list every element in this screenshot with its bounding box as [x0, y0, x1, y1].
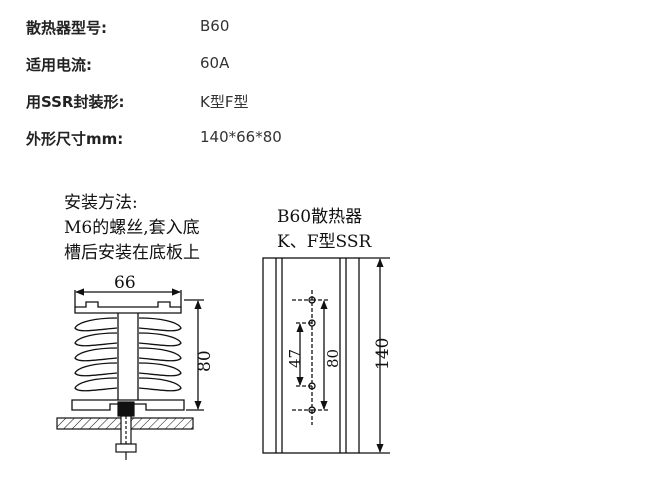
install-note-line-3: 槽后安装在底板上: [64, 243, 200, 263]
heatsink-top-view: [262, 257, 390, 454]
dim-width-label: 66: [114, 273, 136, 293]
install-note-line-1: 安装方法:: [64, 193, 138, 213]
install-note-line-2: M6的螺丝,套入底: [64, 218, 200, 238]
spec-row-package: 用SSR封装形: K型F型: [26, 91, 626, 115]
spec-label-package: 用SSR封装形:: [26, 93, 125, 111]
spec-label-model: 散热器型号:: [26, 19, 107, 37]
heatsink-front-view: [71, 288, 204, 411]
spec-value-package: K型F型: [200, 93, 249, 111]
spec-value-model: B60: [200, 17, 230, 35]
dim-hole-spacing-47: 47: [286, 349, 304, 368]
mounting-screw: [115, 401, 137, 460]
spec-value-current: 60A: [200, 54, 230, 72]
spec-row-size: 外形尺寸mm: 140*66*80: [26, 128, 626, 152]
spec-label-size: 外形尺寸mm:: [26, 130, 124, 148]
dim-hole-spacing-80: 80: [324, 349, 342, 368]
spec-row-current: 适用电流: 60A: [26, 54, 626, 78]
dim-height-label: 80: [195, 350, 215, 372]
diagram-title-line-2: K、F型SSR: [277, 232, 372, 252]
dim-length-label: 140: [373, 338, 393, 370]
spec-label-current: 适用电流:: [26, 56, 92, 74]
diagram-title-line-1: B60散热器: [277, 207, 362, 227]
spec-row-model: 散热器型号: B60: [26, 17, 626, 41]
spec-value-size: 140*66*80: [200, 128, 282, 146]
